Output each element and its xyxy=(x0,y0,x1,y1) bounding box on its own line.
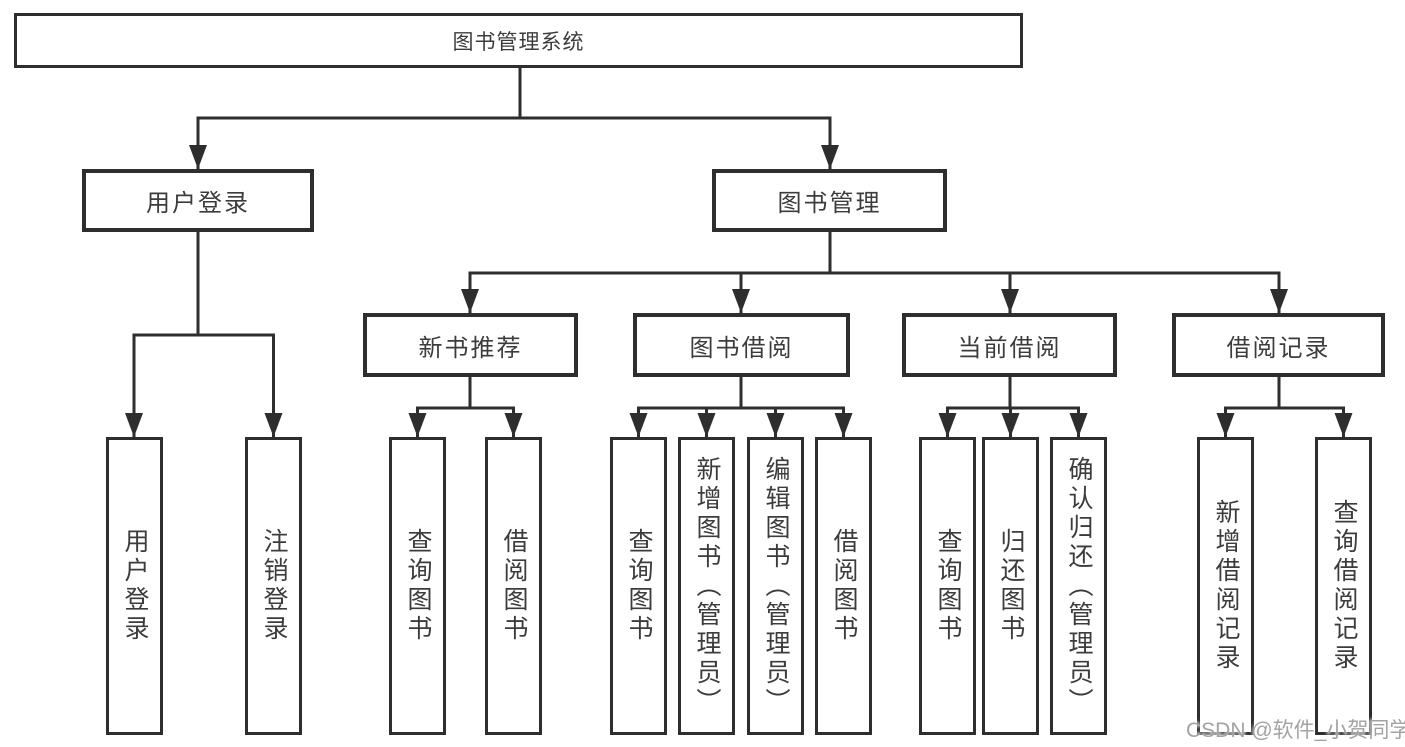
node-group-new-book-recommend: 新书推荐 xyxy=(363,313,578,377)
leaf-recommend-query-books: 查询图书 xyxy=(389,437,446,735)
leaf-add-books-admin: 新增图书（管理员） xyxy=(678,437,735,735)
node-group-new-book-recommend-label: 新书推荐 xyxy=(418,334,523,362)
leaf-recommend-borrow-books: 借阅图书 xyxy=(485,437,542,735)
leaf-add-books-admin-label: 新增图书（管理员） xyxy=(693,455,721,717)
leaf-confirm-return-admin: 确认归还（管理员） xyxy=(1050,437,1107,735)
csdn-watermark: CSDN @软件_小贺同学 xyxy=(1186,719,1405,742)
node-branch-user-login-label: 用户登录 xyxy=(146,190,250,217)
node-group-borrow-record-label: 借阅记录 xyxy=(1226,334,1331,362)
leaf-edit-books-admin: 编辑图书（管理员） xyxy=(747,437,804,735)
connector-borrow-group xyxy=(629,375,853,439)
node-root-label: 图书管理系统 xyxy=(452,30,585,54)
connector-current-group xyxy=(938,375,1088,439)
leaf-borrow-books-label: 借阅图书 xyxy=(830,528,858,644)
leaf-logout: 注销登录 xyxy=(245,437,302,735)
connector-new-book-group xyxy=(408,375,523,439)
node-group-current-borrow: 当前借阅 xyxy=(902,313,1117,377)
leaf-borrow-query-books-label: 查询图书 xyxy=(625,528,653,644)
connector-record-group xyxy=(1216,375,1353,439)
node-group-book-borrow-label: 图书借阅 xyxy=(689,334,794,362)
leaf-current-query-books-label: 查询图书 xyxy=(934,528,962,644)
leaf-current-query-books: 查询图书 xyxy=(919,437,976,735)
leaf-return-books-label: 归还图书 xyxy=(997,528,1025,644)
leaf-add-borrow-record-label: 新增借阅记录 xyxy=(1212,499,1240,673)
leaf-query-borrow-record: 查询借阅记录 xyxy=(1315,437,1372,735)
node-branch-book-management-label: 图书管理 xyxy=(777,190,882,217)
leaf-borrow-books: 借阅图书 xyxy=(815,437,872,735)
leaf-user-login-label: 用户登录 xyxy=(121,528,149,644)
node-branch-user-login: 用户登录 xyxy=(82,169,314,232)
leaf-logout-label: 注销登录 xyxy=(260,528,288,644)
leaf-recommend-borrow-books-label: 借阅图书 xyxy=(500,528,528,644)
leaf-confirm-return-admin-label: 确认归还（管理员） xyxy=(1065,455,1093,717)
leaf-return-books: 归还图书 xyxy=(982,437,1039,735)
node-branch-book-management: 图书管理 xyxy=(712,169,947,232)
node-group-book-borrow: 图书借阅 xyxy=(633,313,850,377)
connector-book-branch xyxy=(461,230,1288,315)
connector-root-to-level2 xyxy=(189,66,839,171)
leaf-query-borrow-record-label: 查询借阅记录 xyxy=(1330,499,1358,673)
leaf-recommend-query-books-label: 查询图书 xyxy=(404,528,432,644)
leaf-add-borrow-record: 新增借阅记录 xyxy=(1197,437,1254,735)
node-group-current-borrow-label: 当前借阅 xyxy=(957,334,1062,362)
connector-user-branch xyxy=(125,230,283,439)
leaf-user-login: 用户登录 xyxy=(106,437,163,735)
node-group-borrow-record: 借阅记录 xyxy=(1172,313,1385,377)
node-root: 图书管理系统 xyxy=(14,13,1023,68)
leaf-borrow-query-books: 查询图书 xyxy=(610,437,667,735)
leaf-edit-books-admin-label: 编辑图书（管理员） xyxy=(762,455,790,717)
